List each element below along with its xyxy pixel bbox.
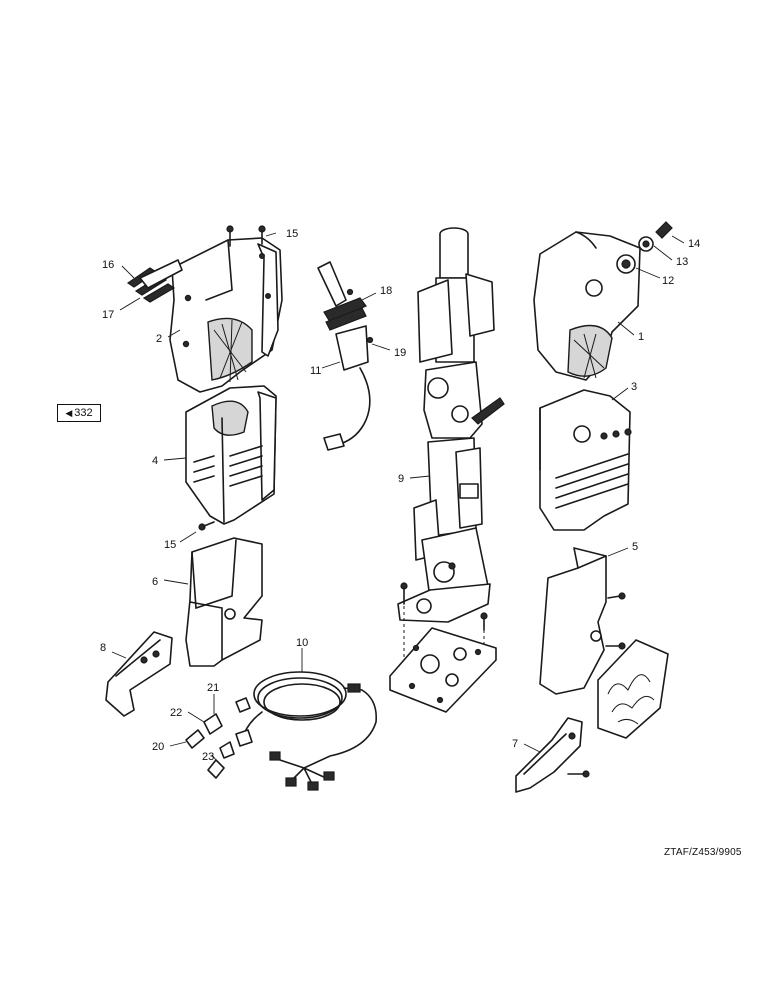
part-9-steering-column (397, 227, 505, 631)
page-reference-label: 332 (74, 407, 93, 419)
page-reference-button[interactable]: ◀ 332 (57, 404, 101, 422)
callout-17: 17 (102, 309, 114, 321)
part-1-upper-cowl-right (533, 231, 641, 381)
part-3-lower-cowl-right (539, 389, 632, 531)
callout-16: 16 (102, 259, 114, 271)
callout-3: 3 (631, 381, 637, 393)
parts-20-23-connectors (185, 713, 235, 779)
callout-1: 1 (638, 331, 644, 343)
part-4-lower-cowl-left (185, 385, 277, 525)
callout-9: 9 (398, 473, 404, 485)
callout-21: 21 (207, 682, 219, 694)
callout-5: 5 (632, 541, 638, 553)
callout-4: 4 (152, 455, 158, 467)
callout-2: 2 (156, 333, 162, 345)
callout-19: 19 (394, 347, 406, 359)
part-12-13-14-knob-assembly (616, 221, 673, 274)
callout-22: 22 (170, 707, 182, 719)
alignment-lines (403, 606, 485, 660)
gasket-plate (597, 639, 669, 739)
part-2-upper-cowl-left (169, 237, 283, 393)
part-5-lower-panel-right (539, 547, 626, 695)
callout-labels: 15 16 17 2 18 19 11 14 13 12 1 3 4 15 6 … (100, 228, 700, 763)
callout-20: 20 (152, 741, 164, 753)
callout-14: 14 (688, 238, 700, 250)
leader-lines (111, 232, 685, 761)
part-16-clips (126, 259, 183, 303)
part-10-wiring-harness (235, 671, 378, 791)
part-11-lever-switch (317, 261, 374, 451)
part-15-screws-top (226, 225, 266, 247)
callout-23: 23 (202, 751, 214, 763)
mounting-plate (389, 627, 497, 713)
callout-11: 11 (310, 365, 321, 377)
callout-15-lower: 15 (164, 539, 176, 551)
part-7-foot-bracket-right (515, 717, 590, 793)
part-6-lower-panel-left (185, 537, 263, 667)
callout-7: 7 (512, 738, 518, 750)
callout-13: 13 (676, 256, 688, 268)
callout-8: 8 (100, 642, 106, 654)
callout-12: 12 (662, 275, 674, 287)
part-8-foot-bracket-left (105, 631, 173, 717)
callout-18: 18 (380, 285, 392, 297)
left-triangle-icon: ◀ (65, 408, 73, 418)
callout-6: 6 (152, 576, 158, 588)
callout-10: 10 (296, 637, 308, 649)
part-15-screw-lower (198, 521, 215, 531)
drawing-code: ZTAF/Z453/9905 (664, 847, 742, 858)
callout-15-top: 15 (286, 228, 298, 240)
